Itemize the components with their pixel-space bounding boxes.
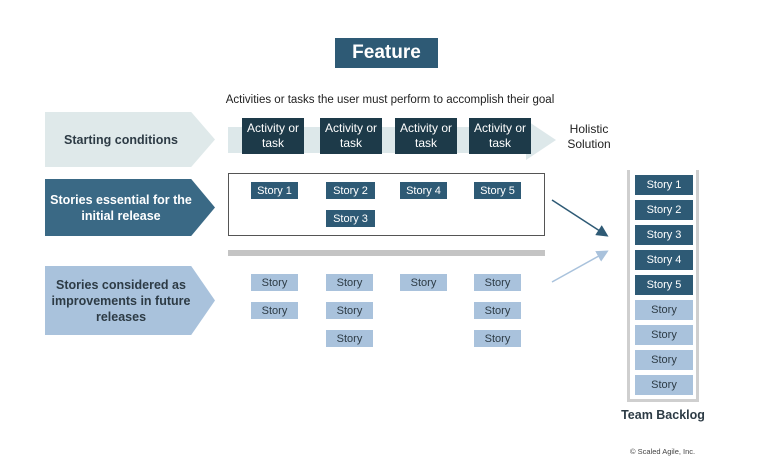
- story-card: Story 4: [400, 182, 447, 199]
- team-backlog-label: Team Backlog: [621, 408, 705, 422]
- story-card: Story: [400, 274, 447, 291]
- story-card: Story 3: [326, 210, 375, 227]
- backlog-item: Story: [635, 350, 693, 370]
- story-card: Story: [474, 330, 521, 347]
- copyright-text: © Scaled Agile, Inc.: [630, 447, 696, 456]
- story-card: Story: [326, 274, 373, 291]
- backlog-item: Story: [635, 325, 693, 345]
- backlog-item: Story 3: [635, 225, 693, 245]
- activity-box: Activity or task: [395, 118, 457, 154]
- backlog-item: Story 5: [635, 275, 693, 295]
- story-card: Story 1: [251, 182, 298, 199]
- activity-box: Activity or task: [242, 118, 304, 154]
- backlog-item: Story 1: [635, 175, 693, 195]
- feature-title: Feature: [335, 38, 438, 68]
- activity-box: Activity or task: [469, 118, 531, 154]
- activities-caption: Activities or tasks the user must perfor…: [225, 94, 555, 106]
- essential-to-backlog-arrow: [551, 199, 609, 237]
- story-card: Story 2: [326, 182, 375, 199]
- story-card: Story: [251, 274, 298, 291]
- improvement-to-backlog-arrow: [551, 250, 609, 283]
- story-card: Story: [251, 302, 298, 319]
- backlog-item: Story: [635, 375, 693, 395]
- story-card: Story: [326, 302, 373, 319]
- story-card: Story: [326, 330, 373, 347]
- backlog-item: Story 2: [635, 200, 693, 220]
- backlog-item: Story 4: [635, 250, 693, 270]
- team-backlog-container: [627, 170, 699, 402]
- story-card: Story: [474, 302, 521, 319]
- holistic-solution-label: Holistic Solution: [567, 122, 611, 151]
- flow-arrows: [551, 199, 609, 283]
- story-card: Story: [474, 274, 521, 291]
- activity-box: Activity or task: [320, 118, 382, 154]
- essential-stories-label: Stories essential for the initial releas…: [45, 179, 215, 236]
- improvement-stories-label: Stories considered as improvements in fu…: [45, 266, 215, 335]
- story-card: Story 5: [474, 182, 521, 199]
- starting-conditions-label: Starting conditions: [45, 112, 215, 167]
- release-divider: [228, 250, 545, 256]
- backlog-item: Story: [635, 300, 693, 320]
